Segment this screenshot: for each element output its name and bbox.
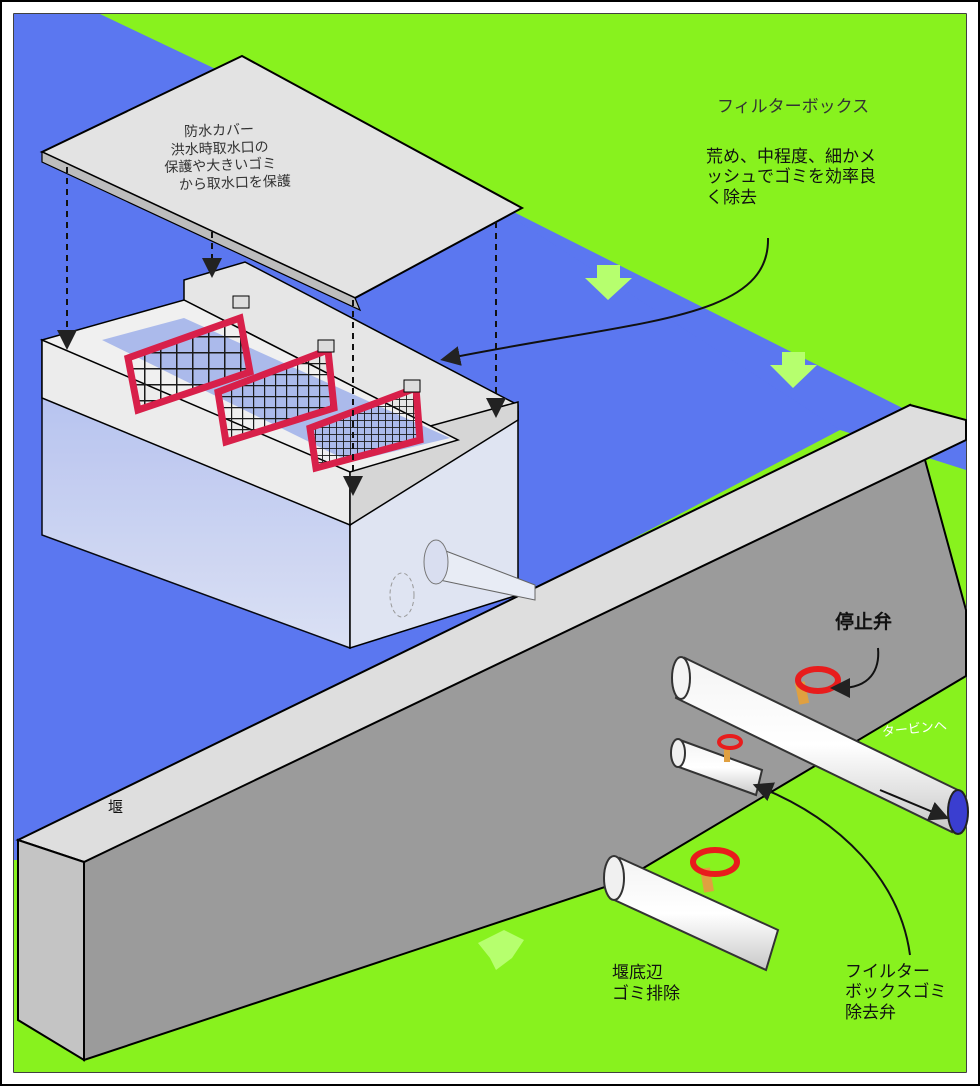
outlet-pipe	[389, 539, 536, 618]
stop-valve-callout	[830, 647, 880, 698]
filter-box-desc-line: ッシュでゴミを効率良	[706, 167, 876, 188]
fine-screen	[306, 379, 424, 473]
bottom-flush-valve[interactable]	[690, 847, 740, 877]
flow-arrows	[478, 265, 817, 970]
filter-box-drain-valve[interactable]	[717, 734, 743, 750]
cover-label: 防水カバー 洪水時取水口の 保護や大きいゴミ から取水口を保護	[149, 121, 291, 196]
cover-slab-edge	[41, 151, 362, 312]
filter-box-valve-label: フイルター ボックスゴミ 除去弁	[845, 962, 947, 1023]
drain-valve-callout	[752, 782, 911, 956]
filter-box-callout	[440, 237, 770, 366]
filter-box-title: フィルターボックス	[717, 97, 870, 117]
stop-valve-label: 停止弁	[835, 611, 893, 633]
medium-screen	[214, 339, 338, 447]
filter-box-valve-line: フイルター	[845, 962, 930, 982]
filter-box-valve-line: ボックスゴミ	[845, 982, 947, 1003]
filter-box-valve-line: 除去弁	[845, 1002, 896, 1023]
filter-box-desc-line: 荒め、中程度、細かメ	[706, 147, 876, 167]
bottom-trash-label: 堰底辺 ゴミ排除	[612, 963, 680, 1004]
bottom-trash-line: ゴミ排除	[612, 983, 680, 1004]
filter-box-rim-front	[349, 401, 519, 527]
dam-end	[17, 838, 85, 1062]
cover-drop-lines	[57, 167, 506, 496]
dam-label: 堰	[108, 798, 124, 816]
filter-box-desc-line: く除去	[706, 187, 757, 208]
filter-box-description: 荒め、中程度、細かメ ッシュでゴミを効率良 く除去	[706, 147, 876, 208]
filter-box-drain-pipe	[670, 734, 764, 797]
bottom-trash-line: 堰底辺	[612, 963, 663, 983]
bottom-flush-pipe	[603, 847, 780, 972]
water-edge-right	[470, 190, 966, 470]
coarse-screen	[123, 295, 254, 415]
